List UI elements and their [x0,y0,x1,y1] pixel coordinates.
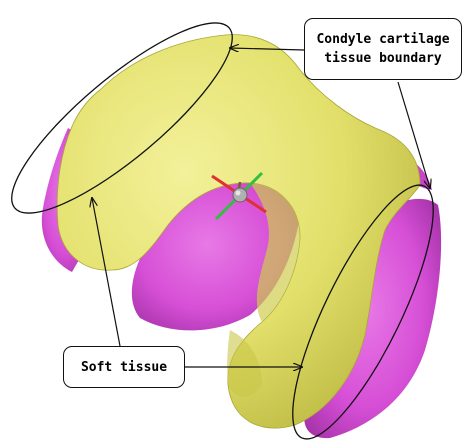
callout-soft-tissue: Soft tissue [63,346,185,388]
callout-condyle-cartilage: Condyle cartilage tissue boundary [304,18,462,80]
